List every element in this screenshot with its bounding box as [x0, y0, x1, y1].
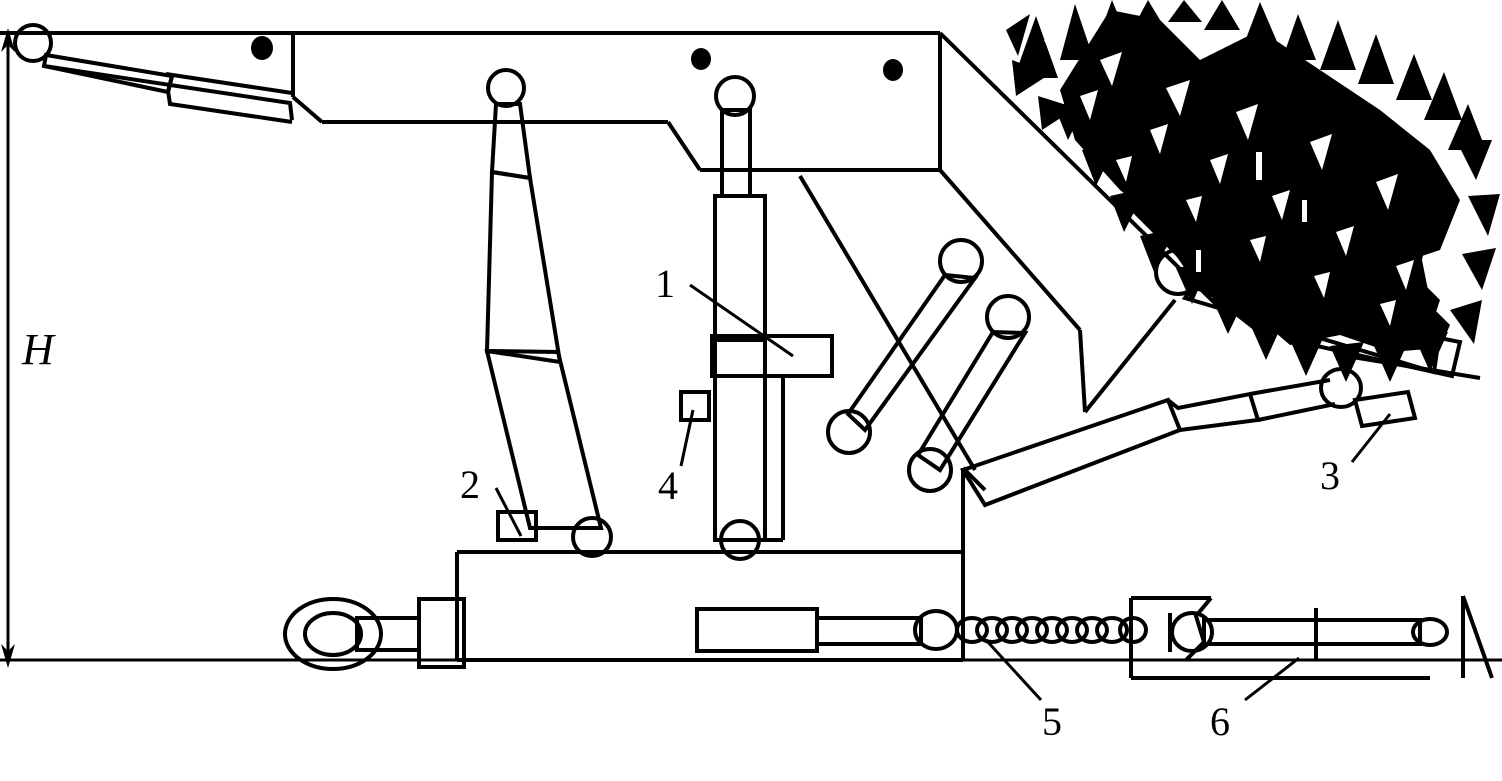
component-4-block — [679, 390, 711, 422]
callout-label-3: 3 — [1320, 453, 1340, 498]
callout-label-4: 4 — [658, 463, 678, 508]
upper-hitch-arm — [13, 23, 294, 124]
leader-3 — [1350, 413, 1392, 463]
leader-4 — [679, 409, 695, 467]
leader-6 — [1244, 656, 1300, 702]
callout-label-2: 2 — [460, 462, 480, 507]
horizontal-cylinder — [695, 607, 959, 653]
main-chassis-frame — [291, 33, 977, 472]
brush-highlight-gaps — [1044, 34, 1414, 326]
component-1-block — [710, 334, 834, 378]
left-lift-cylinder — [484, 68, 613, 558]
drag-chain — [955, 616, 1148, 644]
callout-label-1: 1 — [655, 261, 675, 306]
lower-grapple-jaw — [959, 367, 1418, 508]
lower-chassis-box — [455, 550, 965, 662]
dimension-line-h — [1, 28, 15, 668]
leader-2 — [494, 487, 523, 537]
callout-leaders — [494, 283, 1392, 702]
brush-vegetation-cluster — [1006, 0, 1500, 382]
grapple-linkage-arms — [826, 238, 1031, 493]
tow-eye-hitch — [283, 597, 466, 671]
winch-anchor-unit — [1129, 595, 1494, 680]
leader-5 — [984, 638, 1043, 702]
callout-label-6: 6 — [1210, 699, 1230, 744]
leader-1 — [689, 283, 794, 358]
center-vertical-cylinder — [713, 75, 785, 561]
component-2-block — [496, 510, 538, 542]
dimension-label-h: H — [22, 325, 54, 374]
pivot-markers — [251, 36, 903, 81]
callout-label-5: 5 — [1042, 699, 1062, 744]
linkage-to-chassis-link — [961, 466, 987, 552]
